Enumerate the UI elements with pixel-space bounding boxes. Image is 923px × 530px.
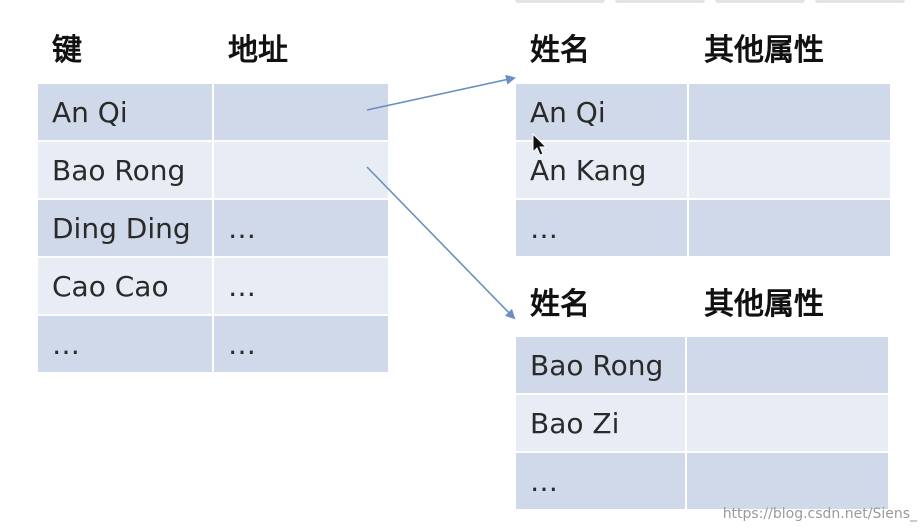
key-cell: … xyxy=(38,316,212,372)
top-edge-tabs xyxy=(515,0,905,3)
name-cell: An Qi xyxy=(516,84,687,140)
arrow-to-bucket-a xyxy=(366,74,516,111)
header-other-attrs: 其他属性 xyxy=(704,287,824,322)
other-cell xyxy=(687,337,888,393)
name-cell: Bao Zi xyxy=(516,395,685,451)
watermark: https://blog.csdn.net/Siens_ xyxy=(722,506,917,522)
header-address: 地址 xyxy=(228,33,288,68)
key-cell: Ding Ding xyxy=(38,200,212,256)
address-cell: … xyxy=(214,200,388,256)
hash-table: An Qi Bao Rong Ding Ding … Cao Cao … … … xyxy=(38,84,388,372)
address-cell: … xyxy=(214,316,388,372)
address-cell xyxy=(214,142,388,198)
header-name: 姓名 xyxy=(530,287,590,322)
name-cell: Bao Rong xyxy=(516,337,685,393)
mouse-cursor-icon xyxy=(532,133,548,156)
header-name: 姓名 xyxy=(530,33,590,68)
name-cell: … xyxy=(516,200,687,256)
other-cell xyxy=(689,200,890,256)
header-key: 键 xyxy=(52,33,82,68)
other-cell xyxy=(687,453,888,509)
bucket-table-b: Bao Rong Bao Zi … xyxy=(516,337,888,509)
address-cell xyxy=(214,84,388,140)
header-other-attrs: 其他属性 xyxy=(704,33,824,68)
other-cell xyxy=(689,142,890,198)
key-cell: An Qi xyxy=(38,84,212,140)
bucket-table-a: An Qi An Kang … xyxy=(516,84,890,256)
arrow-to-bucket-b xyxy=(366,166,516,320)
key-cell: Bao Rong xyxy=(38,142,212,198)
name-cell: … xyxy=(516,453,685,509)
name-cell: An Kang xyxy=(516,142,687,198)
address-cell: … xyxy=(214,258,388,314)
other-cell xyxy=(689,84,890,140)
key-cell: Cao Cao xyxy=(38,258,212,314)
other-cell xyxy=(687,395,888,451)
